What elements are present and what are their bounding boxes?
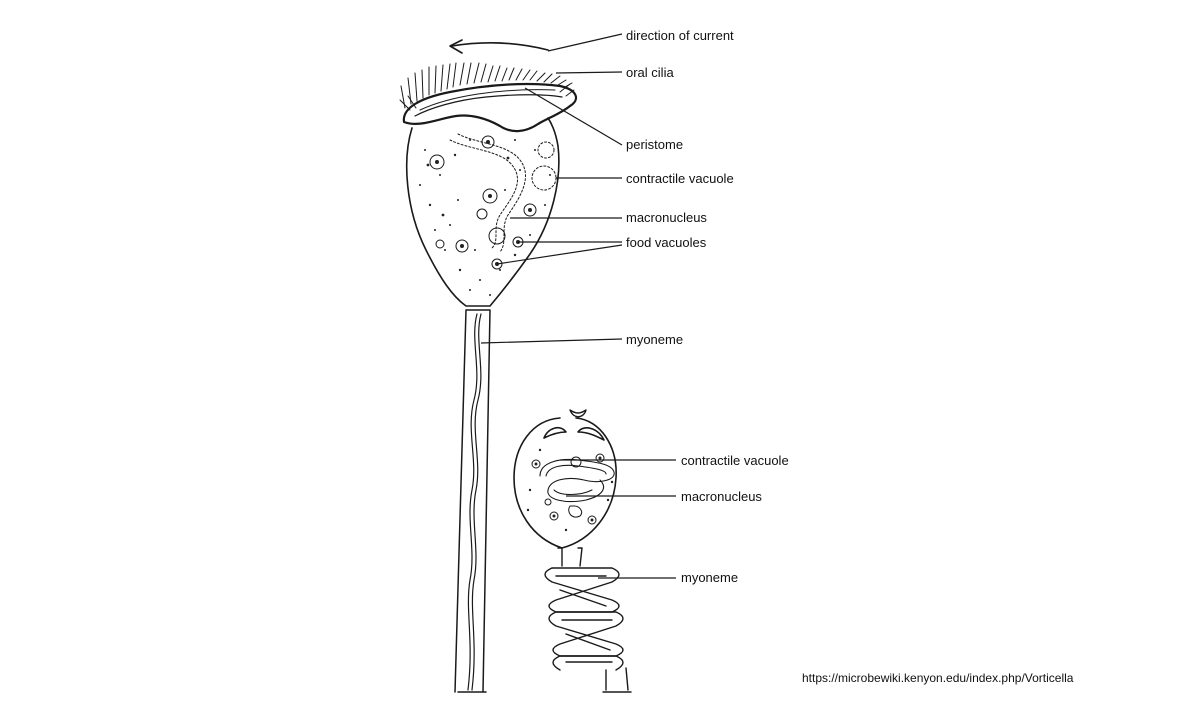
- extended-vorticella: direction of current oral cilia peristom…: [399, 28, 734, 693]
- leader-myoneme: [480, 338, 623, 344]
- contractile-vacuole: [531, 165, 557, 191]
- contracted-contractile-vacuole: [570, 456, 582, 468]
- label-macronucleus: macronucleus: [626, 210, 707, 225]
- leader-oral-cilia: [555, 71, 623, 74]
- contracted-food-vacuoles: [526, 448, 614, 532]
- food-vacuoles: [429, 135, 555, 270]
- contracted-body: [513, 417, 617, 549]
- leader-food-b: [496, 244, 623, 265]
- leader-direction: [547, 33, 623, 52]
- leader-peristome: [524, 87, 623, 146]
- label-contracted-contractile-vacuole: contractile vacuole: [681, 453, 789, 468]
- cytoplasm-stipple: [419, 139, 551, 296]
- contracted-peristome: [543, 426, 605, 441]
- cell-body: [405, 117, 560, 307]
- peristome-disc: [402, 82, 578, 133]
- label-food-vacuoles: food vacuoles: [626, 235, 707, 250]
- source-url: https://microbewiki.kenyon.edu/index.php…: [802, 671, 1074, 685]
- label-contracted-macronucleus: macronucleus: [681, 489, 762, 504]
- label-peristome: peristome: [626, 137, 683, 152]
- stalk: [454, 309, 491, 693]
- label-direction-of-current: direction of current: [626, 28, 734, 43]
- label-oral-cilia: oral cilia: [626, 65, 674, 80]
- oral-cilia: [399, 62, 575, 111]
- coiled-stalk: [544, 547, 632, 693]
- contracted-vorticella: contractile vacuole macronucleus myoneme: [513, 409, 789, 693]
- current-arrowhead: [449, 39, 463, 54]
- peristome-inner: [414, 94, 563, 117]
- macronucleus: [449, 139, 518, 249]
- current-arrow: [451, 42, 549, 51]
- label-myoneme: myoneme: [626, 332, 683, 347]
- stalk-myoneme: [467, 313, 478, 691]
- label-contractile-vacuole: contractile vacuole: [626, 171, 734, 186]
- label-contracted-myoneme: myoneme: [681, 570, 738, 585]
